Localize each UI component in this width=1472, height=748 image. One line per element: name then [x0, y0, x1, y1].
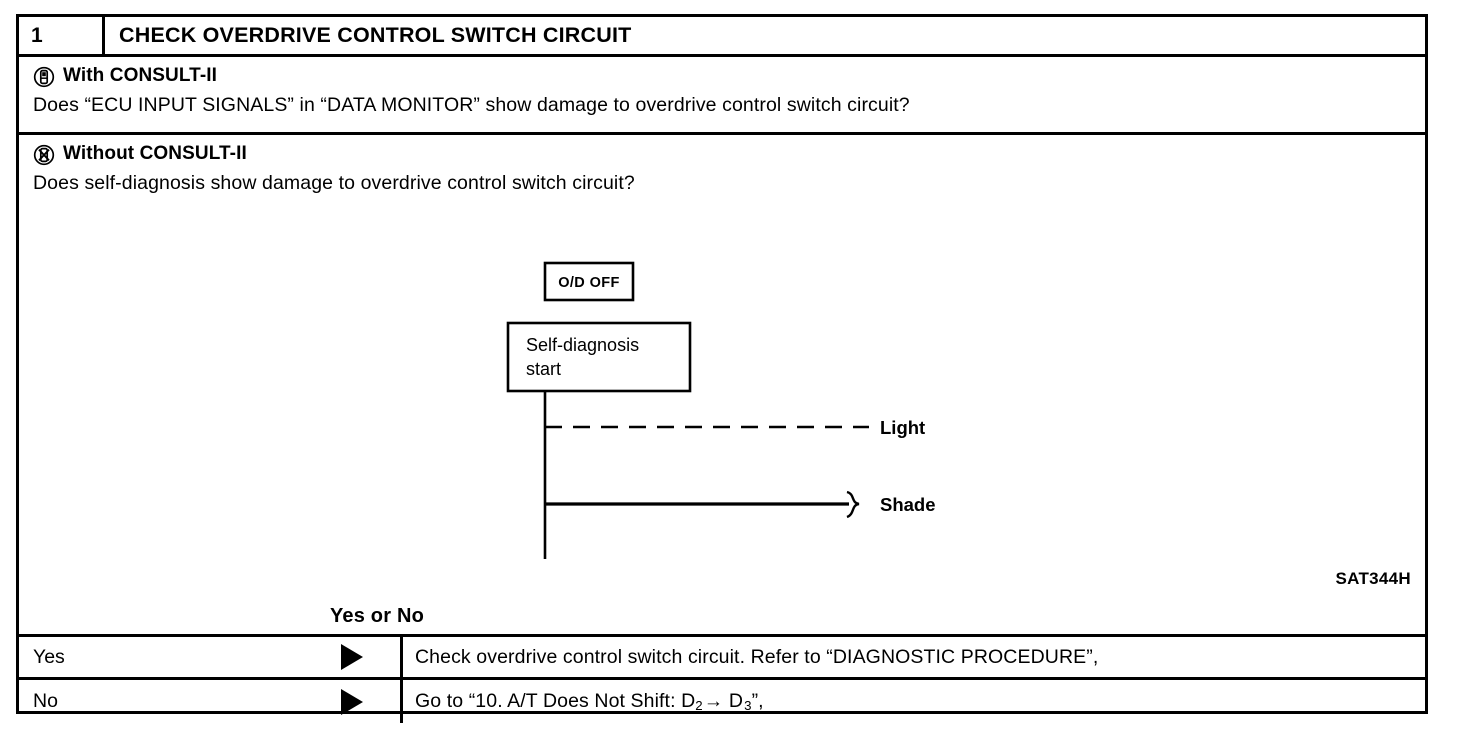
with-consult-section: With CONSULT-II Does “ECU INPUT SIGNALS”… [19, 57, 1425, 135]
shade-label: Shade [880, 494, 936, 515]
result-label-cell-yes: Yes [19, 637, 403, 677]
triangle-right-icon [341, 688, 363, 715]
self-diagnosis-illustration: O/D OFF Self-diagnosis start Light Shade… [19, 201, 1425, 599]
result-row-yes: Yes Check overdrive control switch circu… [19, 637, 1425, 680]
result-action-sub2-no: 3 [744, 697, 752, 713]
od-off-label: O/D OFF [558, 275, 620, 291]
with-consult-question: Does “ECU INPUT SIGNALS” in “DATA MONITO… [33, 94, 910, 116]
self-diagnosis-label-line1: Self-diagnosis [526, 335, 639, 355]
diagnostic-step-table: 1 CHECK OVERDRIVE CONTROL SWITCH CIRCUIT… [16, 14, 1428, 723]
result-action-text-yes: Check overdrive control switch circuit. … [415, 645, 1099, 668]
consult-device-crossed-icon [33, 144, 55, 166]
result-label-text-no: No [33, 690, 58, 712]
without-consult-question: Does self-diagnosis show damage to overd… [33, 172, 635, 194]
step-number-text: 1 [31, 23, 43, 47]
without-consult-heading-text: Without CONSULT-II [63, 142, 247, 164]
step-title-cell: CHECK OVERDRIVE CONTROL SWITCH CIRCUIT [105, 17, 1425, 54]
with-consult-heading: With CONSULT-II [33, 64, 1425, 88]
without-consult-heading: Without CONSULT-II [33, 142, 1425, 166]
with-consult-heading-text: With CONSULT-II [63, 64, 218, 86]
step-title-text: CHECK OVERDRIVE CONTROL SWITCH CIRCUIT [119, 23, 632, 47]
decision-prompt: Yes or No [19, 599, 1425, 637]
light-label: Light [880, 417, 925, 438]
self-diagnosis-box [506, 321, 692, 393]
result-action-mid-no: → D [703, 690, 744, 712]
result-action-sub1-no: 2 [695, 697, 703, 713]
result-action-suffix-no: ”, [751, 690, 764, 712]
result-label-text-yes: Yes [33, 645, 65, 668]
result-action-cell-yes: Check overdrive control switch circuit. … [403, 637, 1425, 677]
without-consult-section: Without CONSULT-II Does self-diagnosis s… [19, 135, 1425, 201]
illustration-svg: O/D OFF Self-diagnosis start Light Shade [506, 261, 936, 559]
figure-code: SAT344H [1335, 569, 1411, 588]
decision-prompt-text: Yes or No [329, 605, 425, 627]
od-off-box [543, 261, 635, 302]
consult-device-icon [33, 66, 55, 88]
step-header-row: 1 CHECK OVERDRIVE CONTROL SWITCH CIRCUIT [19, 17, 1425, 57]
result-label-cell-no: No [19, 680, 403, 723]
self-diagnosis-label-line2: start [526, 359, 561, 379]
shade-bracket-icon [846, 490, 860, 519]
result-action-prefix-no: Go to “10. A/T Does Not Shift: D [415, 690, 696, 712]
triangle-right-icon [341, 644, 363, 670]
step-number-cell: 1 [19, 17, 105, 54]
